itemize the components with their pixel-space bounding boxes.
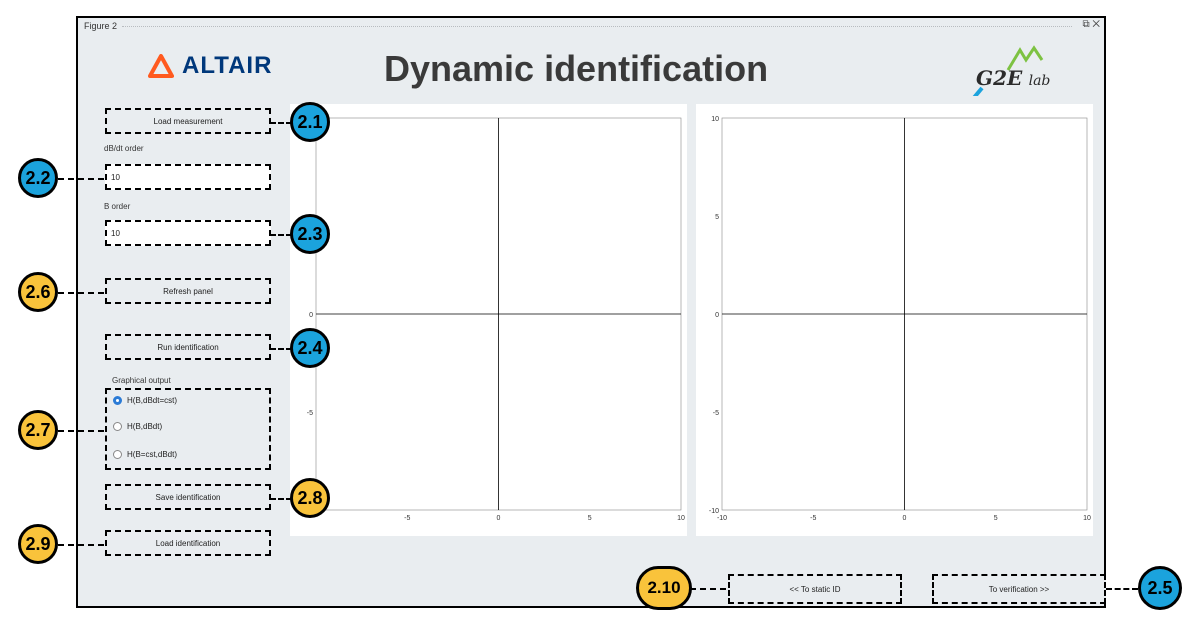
marker-2-5: 2.5 (1138, 566, 1182, 610)
load-identification-label: Load identification (155, 538, 221, 548)
marker-2-1: 2.1 (290, 102, 330, 142)
graphical-output-radio-group: H(B,dBdt=cst) H(B,dBdt) H(B=cst,dBdt) (105, 388, 271, 470)
marker-2-10: 2.10 (636, 566, 692, 610)
window-controls-icon[interactable]: ⧉ ✕ (1082, 19, 1100, 30)
load-identification-button[interactable]: Load identification (105, 530, 271, 556)
page-title: Dynamic identification (384, 48, 769, 89)
run-identification-label: Run identification (157, 342, 219, 352)
altair-logo-text: ALTAIR (182, 52, 273, 79)
leader-line (58, 292, 104, 294)
altair-logo: ALTAIR (148, 52, 272, 80)
leader-line (270, 498, 292, 500)
y-tick-label: 0 (309, 312, 313, 319)
run-identification-button[interactable]: Run identification (105, 334, 271, 360)
marker-2-4: 2.4 (290, 328, 330, 368)
x-tick-label: -10 (717, 515, 727, 522)
marker-2-2: 2.2 (18, 158, 58, 198)
leader-line (270, 234, 292, 236)
to-static-id-label: << To static ID (789, 584, 841, 594)
plot-right[interactable]: -10 -5 0 5 10 10 5 0 -5 -10 (696, 104, 1093, 536)
radio-selected-icon (113, 396, 122, 405)
radio-option-label: H(B,dBdt) (127, 422, 163, 431)
marker-2-9: 2.9 (18, 524, 58, 564)
refresh-panel-label: Refresh panel (163, 286, 213, 296)
leader-line (270, 348, 292, 350)
save-identification-label: Save identification (155, 492, 221, 502)
dbdt-order-field[interactable]: 10 (105, 164, 271, 190)
leader-line (1106, 588, 1138, 590)
x-tick-label: -5 (404, 515, 410, 522)
refresh-panel-button[interactable]: Refresh panel (105, 278, 271, 304)
x-tick-label: 5 (994, 515, 998, 522)
radio-option-b-dbdt-cst[interactable]: H(B,dBdt=cst) (113, 396, 177, 405)
leader-line (58, 430, 104, 432)
marker-2-8: 2.8 (290, 478, 330, 518)
radio-unselected-icon (113, 422, 122, 431)
figure-window: Figure 2 ⧉ ✕ ALTAIR Dynamic identificati… (76, 16, 1106, 608)
leader-line (58, 544, 104, 546)
dbdt-order-label: dB/dt order (104, 144, 144, 153)
g2elab-logo: G2E lab (968, 40, 1068, 102)
dbdt-order-value: 10 (111, 172, 120, 182)
radio-unselected-icon (113, 450, 122, 459)
altair-triangle-icon (148, 54, 174, 78)
leader-line (58, 178, 104, 180)
graphical-output-label: Graphical output (112, 376, 171, 385)
marker-2-6: 2.6 (18, 272, 58, 312)
x-tick-label: 10 (1083, 515, 1091, 522)
y-tick-label: 10 (711, 116, 719, 123)
to-verification-label: To verification >> (988, 584, 1050, 594)
radio-option-label: H(B=cst,dBdt) (127, 450, 178, 459)
y-tick-label: -5 (713, 410, 719, 417)
load-measurement-label: Load measurement (153, 116, 223, 126)
b-order-value: 10 (111, 228, 120, 238)
x-tick-label: 5 (588, 515, 592, 522)
y-tick-label: 0 (715, 312, 719, 319)
marker-2-3: 2.3 (290, 214, 330, 254)
leader-line (270, 122, 292, 124)
plot-left-canvas: -5 0 5 10 0 -5 (307, 117, 685, 522)
y-tick-label: 5 (715, 214, 719, 221)
x-tick-label: -5 (810, 515, 816, 522)
to-verification-button[interactable]: To verification >> (932, 574, 1106, 604)
titlebar-grip[interactable] (122, 26, 1072, 27)
plot-right-canvas: -10 -5 0 5 10 10 5 0 -5 -10 (709, 116, 1091, 522)
x-tick-label: 10 (677, 515, 685, 522)
x-tick-label: 0 (497, 515, 501, 522)
leader-line (690, 588, 726, 590)
b-order-label: B order (104, 202, 131, 211)
radio-option-b-cst-dbdt[interactable]: H(B=cst,dBdt) (113, 450, 177, 459)
window-title: Figure 2 (84, 21, 118, 31)
y-tick-label: -5 (307, 410, 313, 417)
y-tick-label: -10 (709, 508, 719, 515)
marker-2-7: 2.7 (18, 410, 58, 450)
radio-option-label: H(B,dBdt=cst) (127, 396, 178, 405)
g2elab-logo-text: G2E lab (976, 66, 1051, 90)
save-identification-button[interactable]: Save identification (105, 484, 271, 510)
window-titlebar: Figure 2 ⧉ ✕ (78, 18, 1104, 36)
to-static-id-button[interactable]: << To static ID (728, 574, 902, 604)
load-measurement-button[interactable]: Load measurement (105, 108, 271, 134)
plot-left[interactable]: -5 0 5 10 0 -5 (290, 104, 687, 536)
b-order-field[interactable]: 10 (105, 220, 271, 246)
radio-option-b-dbdt[interactable]: H(B,dBdt) (113, 422, 162, 431)
x-tick-label: 0 (903, 515, 907, 522)
